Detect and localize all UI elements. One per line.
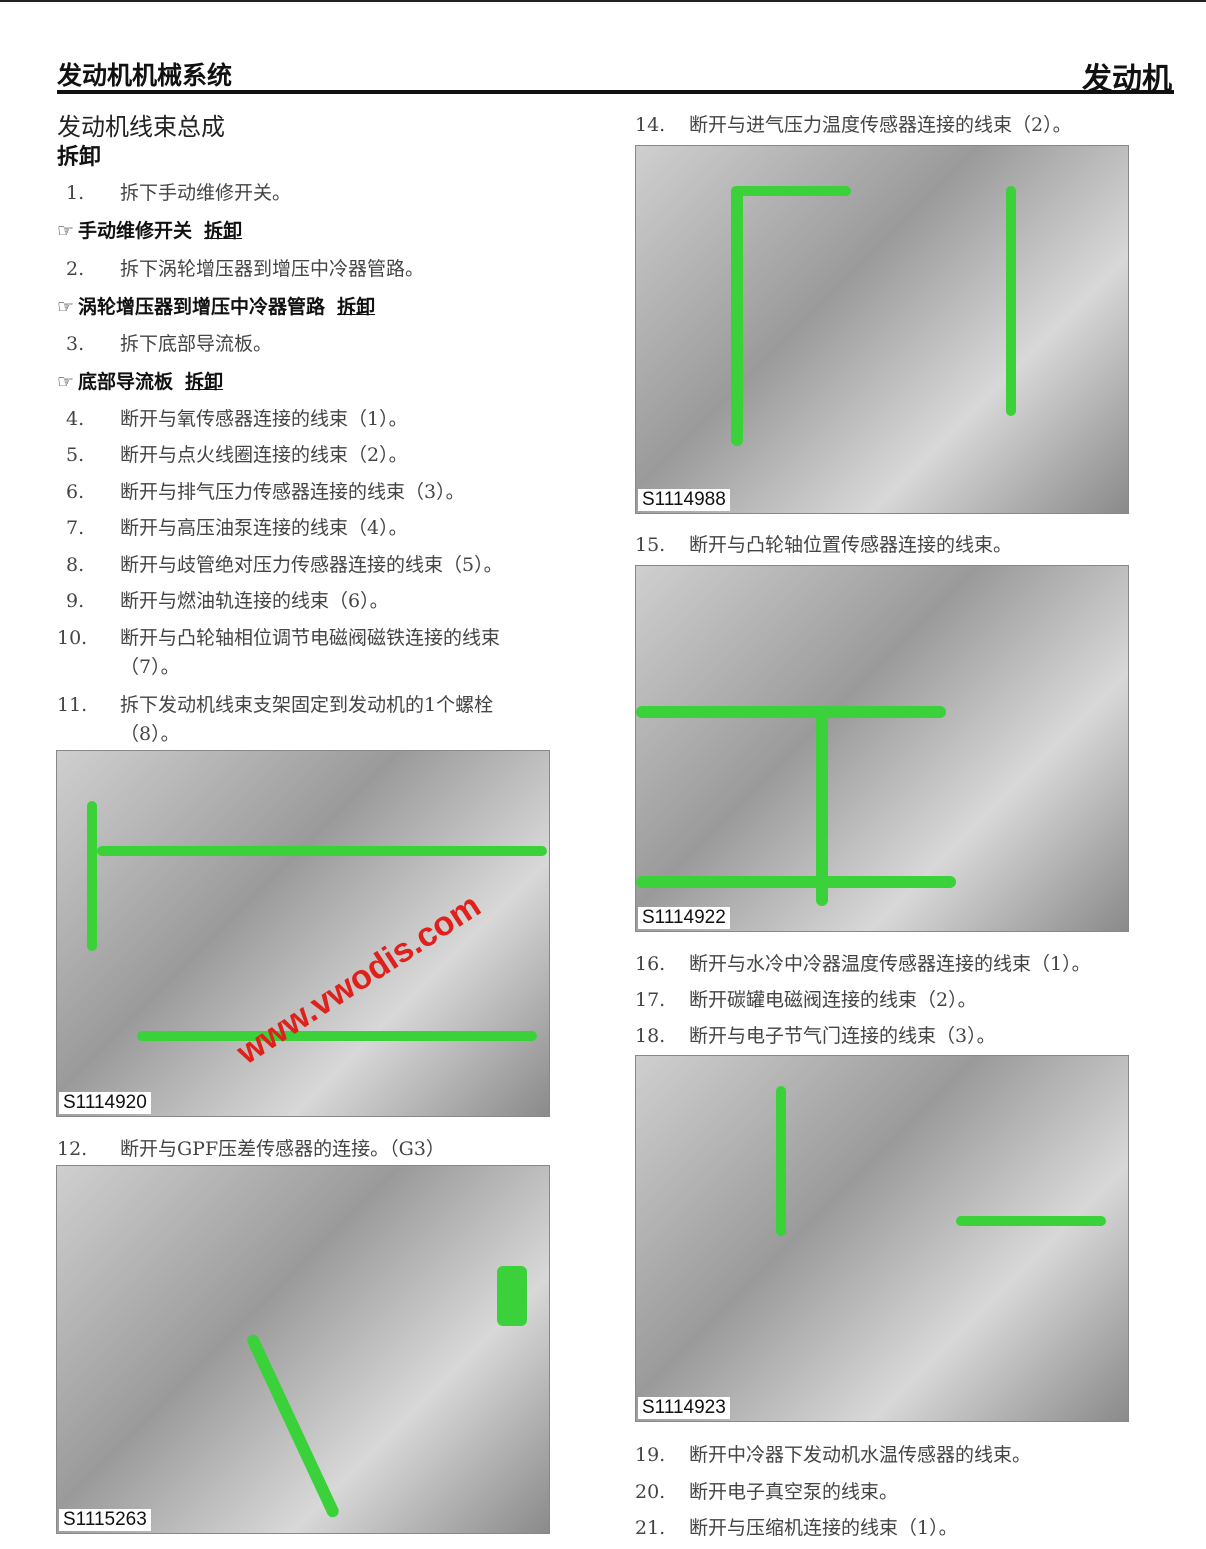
step: 21.断开与压缩机连接的线束（1）。 bbox=[635, 1517, 958, 1539]
step: 17.断开碳罐电磁阀连接的线束（2）。 bbox=[635, 989, 977, 1011]
figure-id: S1114988 bbox=[638, 489, 730, 511]
figure-id: S1114922 bbox=[638, 907, 730, 929]
step: 11.拆下发动机线束支架固定到发动机的1个螺栓 bbox=[57, 694, 494, 716]
reference-link[interactable]: ☞手动维修开关拆卸 bbox=[57, 220, 243, 242]
top-border bbox=[0, 0, 1206, 2]
step: 8.断开与歧管绝对压力传感器连接的线束（5）。 bbox=[66, 554, 503, 576]
reference-link[interactable]: ☞涡轮增压器到增压中冷器管路拆卸 bbox=[57, 296, 376, 318]
step: 18.断开与电子节气门连接的线束（3）。 bbox=[635, 1025, 996, 1047]
step: 9.断开与燃油轨连接的线束（6）。 bbox=[66, 590, 389, 612]
step-continuation: （7）。 bbox=[120, 656, 180, 678]
section-header: 发动机机械系统 bbox=[57, 61, 233, 90]
pointing-hand-icon: ☞ bbox=[57, 296, 75, 318]
figure-id: S1114920 bbox=[59, 1092, 151, 1114]
step: 14.断开与进气压力温度传感器连接的线束（2）。 bbox=[635, 114, 1072, 136]
step: 3.拆下底部导流板。 bbox=[66, 333, 273, 355]
step: 15.断开与凸轮轴位置传感器连接的线束。 bbox=[635, 534, 1013, 556]
reference-link[interactable]: ☞底部导流板拆卸 bbox=[57, 371, 224, 393]
figure-intake-sensor: S1114988 bbox=[635, 145, 1129, 514]
step: 7.断开与高压油泵连接的线束（4）。 bbox=[66, 517, 408, 539]
figure-engine-harness: S1114920 bbox=[56, 750, 550, 1117]
step: 10.断开与凸轮轴相位调节电磁阀磁铁连接的线束 bbox=[57, 627, 501, 649]
step: 1.拆下手动维修开关。 bbox=[66, 182, 292, 204]
header-rule bbox=[57, 90, 1174, 94]
figure-gpf-sensor: S1115263 bbox=[56, 1165, 550, 1534]
procedure-heading: 拆卸 bbox=[57, 145, 102, 170]
step: 4.断开与氧传感器连接的线束（1）。 bbox=[66, 408, 408, 430]
step-continuation: （8）。 bbox=[120, 723, 180, 745]
step: 12.断开与GPF压差传感器的连接。（G3） bbox=[57, 1138, 445, 1160]
figure-throttle-sensors: S1114923 bbox=[635, 1055, 1129, 1422]
figure-camshaft-sensor: S1114922 bbox=[635, 565, 1129, 932]
figure-id: S1115263 bbox=[59, 1509, 151, 1531]
step: 19.断开中冷器下发动机水温传感器的线束。 bbox=[635, 1444, 1032, 1466]
step: 5.断开与点火线圈连接的线束（2）。 bbox=[66, 444, 408, 466]
figure-id: S1114923 bbox=[638, 1397, 730, 1419]
pointing-hand-icon: ☞ bbox=[57, 220, 75, 242]
step: 2.拆下涡轮增压器到增压中冷器管路。 bbox=[66, 258, 425, 280]
step: 6.断开与排气压力传感器连接的线束（3）。 bbox=[66, 481, 465, 503]
pointing-hand-icon: ☞ bbox=[57, 371, 75, 393]
page-title: 发动机线束总成 bbox=[57, 113, 225, 141]
step: 16.断开与水冷中冷器温度传感器连接的线束（1）。 bbox=[635, 953, 1091, 975]
step: 20.断开电子真空泵的线束。 bbox=[635, 1481, 899, 1503]
